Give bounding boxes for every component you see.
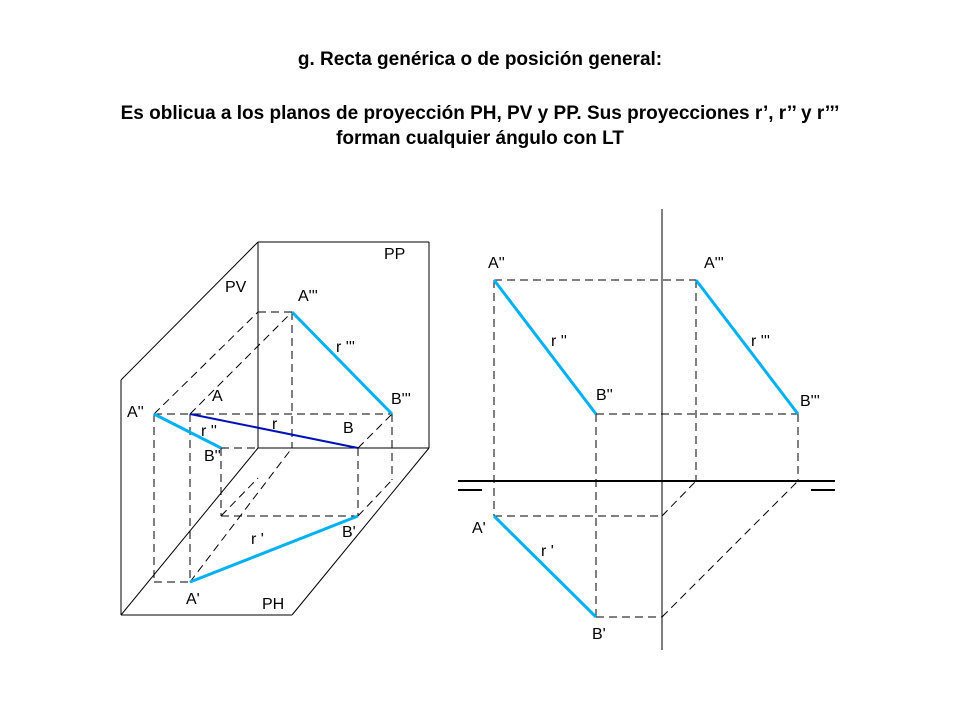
- point-label-a1: A': [186, 591, 200, 608]
- point-label-a1: A': [472, 520, 486, 537]
- point-label-b3: B''': [391, 391, 411, 408]
- line-label-r3: r ''': [751, 333, 770, 350]
- projection-r-profile: [290, 310, 394, 416]
- construction-line: [661, 480, 697, 517]
- point-label-b2: B'': [204, 448, 221, 465]
- orthographic-construction-lines: [493, 279, 799, 618]
- point-label-a: A: [212, 388, 223, 405]
- construction-line: [153, 311, 259, 415]
- line-label-r1: r ': [251, 531, 264, 548]
- line-label-r1: r ': [541, 543, 554, 560]
- construction-line: [661, 480, 799, 618]
- line-label-r2: r '': [551, 333, 567, 350]
- point-label-b: B: [343, 420, 354, 437]
- point-label-a3: A''': [704, 255, 724, 272]
- heading-title: g. Recta genérica o de posición general:: [297, 49, 663, 70]
- plane-label-pv: PV: [225, 279, 247, 296]
- space-line-r: [189, 413, 359, 449]
- projection-r-horizontal: [492, 514, 598, 619]
- construction-line: [220, 477, 259, 517]
- construction-line: [189, 447, 293, 583]
- perspective-view: PP PV PH A''' r ''' B''' A A'' r B r '' …: [120, 241, 430, 616]
- pv-left-top-edge: [120, 241, 259, 381]
- projection-r-horizontal: [189, 514, 359, 584]
- projection-r-profile: [694, 279, 800, 415]
- construction-line: [189, 311, 293, 415]
- point-label-b1: B': [342, 524, 356, 541]
- heading-description: Es oblicua a los planos de proyección PH…: [0, 101, 960, 151]
- projection-r-vertical: [153, 412, 222, 450]
- perspective-construction-lines: [153, 311, 393, 583]
- line-label-r3: r ''': [336, 339, 355, 356]
- point-label-a3: A''': [298, 288, 318, 305]
- point-label-b3: B''': [800, 393, 820, 410]
- ph-right-front-edge: [291, 447, 430, 616]
- projection-r-vertical: [492, 279, 598, 415]
- point-label-b1: B': [592, 626, 606, 643]
- line-label-r: r: [272, 416, 278, 433]
- construction-line: [357, 413, 393, 449]
- point-label-a2: A'': [488, 255, 505, 272]
- heading-description-line2: forman cualquier ángulo con LT: [336, 128, 624, 149]
- line-label-r2: r '': [201, 423, 217, 440]
- point-label-a2: A'': [127, 404, 144, 421]
- heading-description-line1: Es oblicua a los planos de proyección PH…: [120, 103, 840, 124]
- plane-label-pp: PP: [384, 246, 405, 263]
- orthographic-view: A'' A''' r '' r ''' B'' B''' A' r ' B': [458, 209, 835, 650]
- plane-label-ph: PH: [262, 596, 284, 613]
- point-label-b2: B'': [596, 387, 613, 404]
- construction-line: [357, 479, 393, 517]
